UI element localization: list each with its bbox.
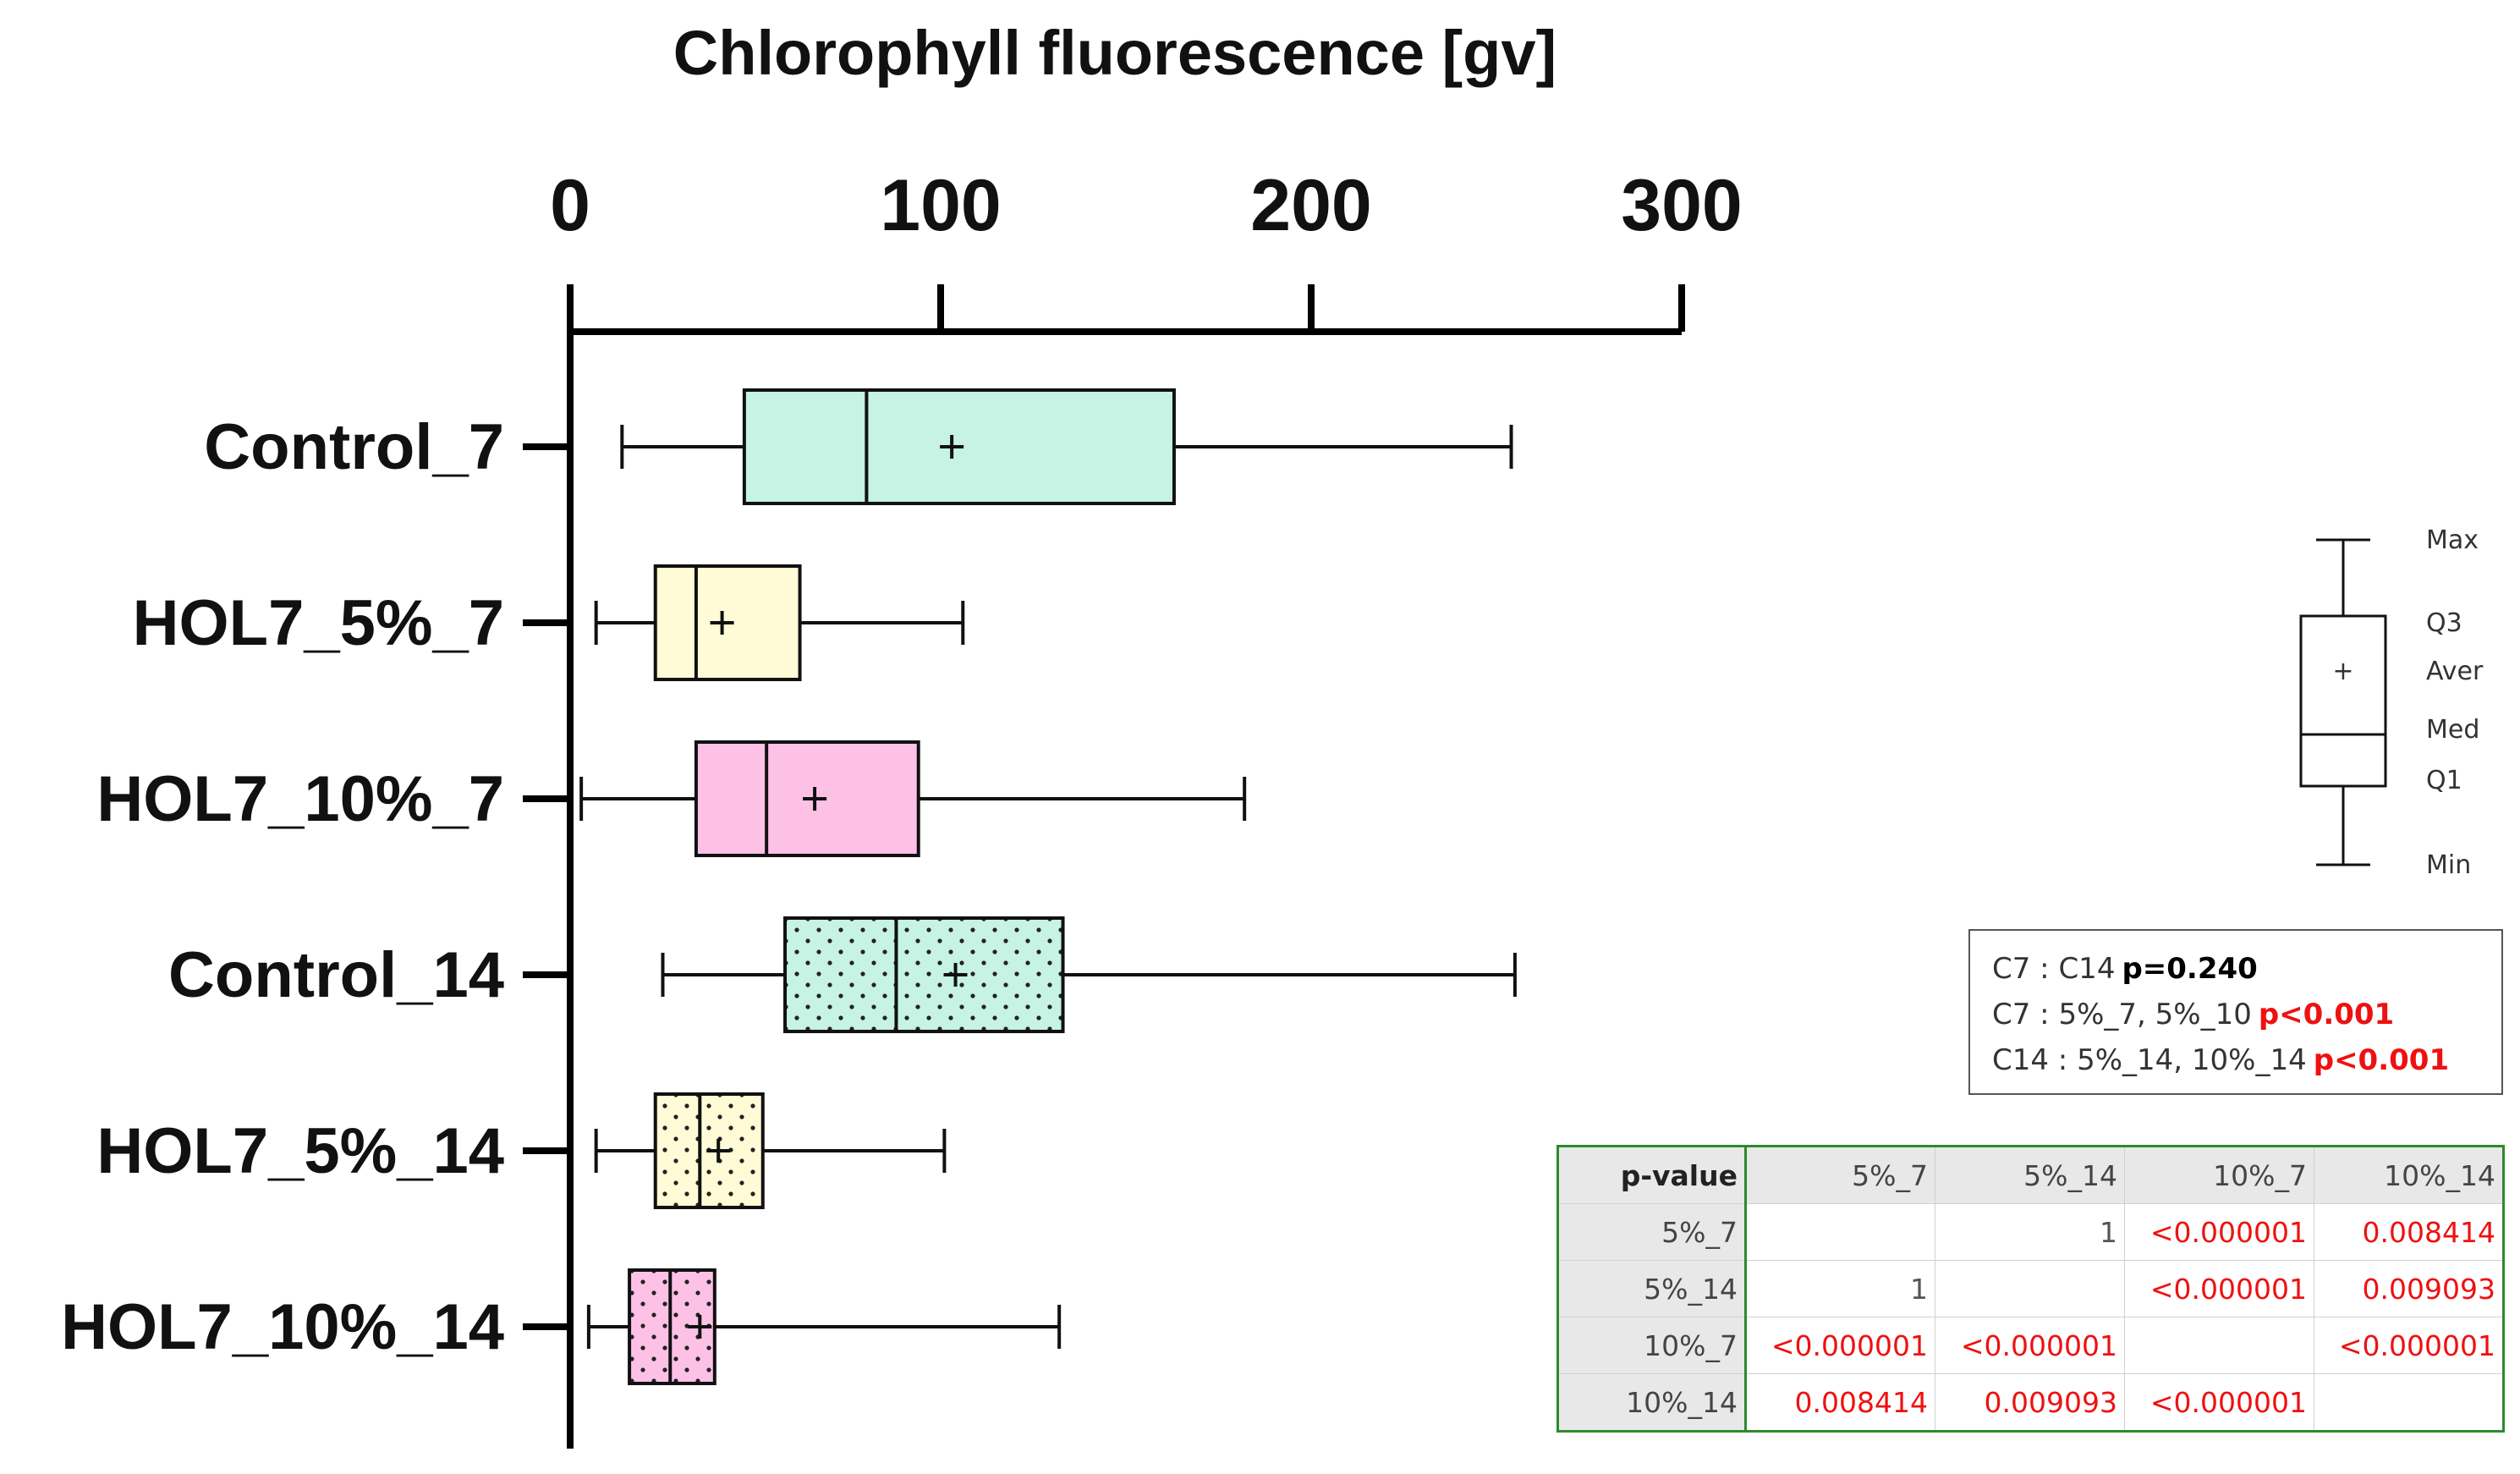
box-0: [620, 388, 1513, 505]
pvalue-table-cell: <0.000001: [2314, 1317, 2504, 1374]
category-label: HOL7_10%_14: [61, 1291, 504, 1363]
value-axis-tick-label: 200: [1250, 165, 1372, 246]
comparison-pvalue: p<0.001: [2258, 998, 2395, 1031]
category-label: Control_14: [168, 939, 504, 1011]
pvalue-table-cell: <0.000001: [2124, 1260, 2314, 1317]
pvalue-table-column-header: 5%_7: [1745, 1146, 1935, 1204]
pvalue-table-row: 10%_7<0.000001<0.000001<0.000001: [1557, 1317, 2504, 1374]
pvalue-table-cell: [1935, 1260, 2125, 1317]
pvalue-table-row-header: 5%_14: [1557, 1260, 1747, 1317]
box-outline: [653, 1092, 765, 1209]
pvalue-table-cell: <0.000001: [1745, 1317, 1935, 1374]
box-outline: [653, 564, 802, 681]
pvalue-table-corner: p-value: [1557, 1146, 1747, 1204]
pvalue-table-cell: [1745, 1203, 1935, 1261]
category-label: HOL7_5%_14: [96, 1115, 504, 1187]
box-pattern: [785, 918, 1063, 1031]
pvalue-table-cell: 0.009093: [2314, 1260, 2504, 1317]
pvalue-table-column-header: 10%_14: [2314, 1146, 2504, 1204]
legend-label: Max: [2426, 525, 2479, 555]
pvalue-table-row-header: 5%_7: [1557, 1203, 1747, 1261]
comparison-label: C7 : C14: [1992, 952, 2116, 986]
pvalue-table-row-header: 10%_7: [1557, 1317, 1747, 1374]
chart-title: Chlorophyll fluorescence [gv]: [673, 18, 1556, 88]
box-1: [594, 564, 965, 681]
value-axis-tick-label: 100: [880, 165, 1002, 246]
legend-label: Aver: [2426, 657, 2484, 686]
pvalue-table-cell: <0.000001: [1935, 1317, 2125, 1374]
comparison-label: C7 : 5%_7, 5%_10: [1992, 998, 2252, 1031]
pvalue-table-cell: <0.000001: [2124, 1373, 2314, 1432]
legend-label: Q3: [2426, 608, 2462, 638]
pvalue-table-cell: <0.000001: [2124, 1203, 2314, 1261]
legend-label: Med: [2426, 715, 2479, 745]
legend-label: Q1: [2426, 766, 2462, 795]
box-5: [586, 1268, 1062, 1385]
box-2: [579, 740, 1247, 857]
comparison-pvalue: p<0.001: [2313, 1043, 2450, 1077]
box-outline: [742, 388, 1176, 505]
value-axis: 0 100 200 300: [550, 165, 1743, 335]
category-axis: Control_7HOL7_5%_7HOL7_10%_7Control_14HO…: [61, 284, 574, 1449]
box-outline: [628, 1268, 716, 1385]
pvalue-table-cell: [2314, 1373, 2504, 1432]
pvalue-table-cell: 1: [1745, 1260, 1935, 1317]
boxes: [579, 388, 1517, 1385]
pvalue-table-cell: 0.008414: [1745, 1373, 1935, 1432]
pvalue-table-column-header: 10%_7: [2124, 1146, 2314, 1204]
pvalue-table-cell: 0.009093: [1935, 1373, 2125, 1432]
pvalue-table-row-header: 10%_14: [1557, 1373, 1747, 1432]
legend-mean-marker: +: [2332, 657, 2353, 686]
box-3: [661, 916, 1517, 1033]
comparison-label: C14 : 5%_14, 10%_14: [1992, 1043, 2307, 1077]
value-axis-tick-label: 0: [550, 165, 590, 246]
category-label: HOL7_5%_7: [133, 587, 504, 659]
pvalue-table-cell: 1: [1935, 1203, 2125, 1261]
category-label: HOL7_10%_7: [96, 763, 504, 835]
category-label: Control_7: [204, 411, 504, 483]
value-axis-tick-label: 300: [1621, 165, 1743, 246]
pvalue-table-column-header: 5%_14: [1935, 1146, 2125, 1204]
legend-label: Min: [2426, 850, 2471, 880]
box-outline: [783, 916, 1065, 1033]
box-outline: [694, 740, 920, 857]
box-4: [594, 1092, 947, 1209]
pvalue-table-cell: [2124, 1317, 2314, 1374]
comparison-pvalue: p=0.240: [2122, 952, 2258, 986]
legend-box: [2299, 614, 2387, 788]
pvalue-table-cell: 0.008414: [2314, 1203, 2504, 1261]
